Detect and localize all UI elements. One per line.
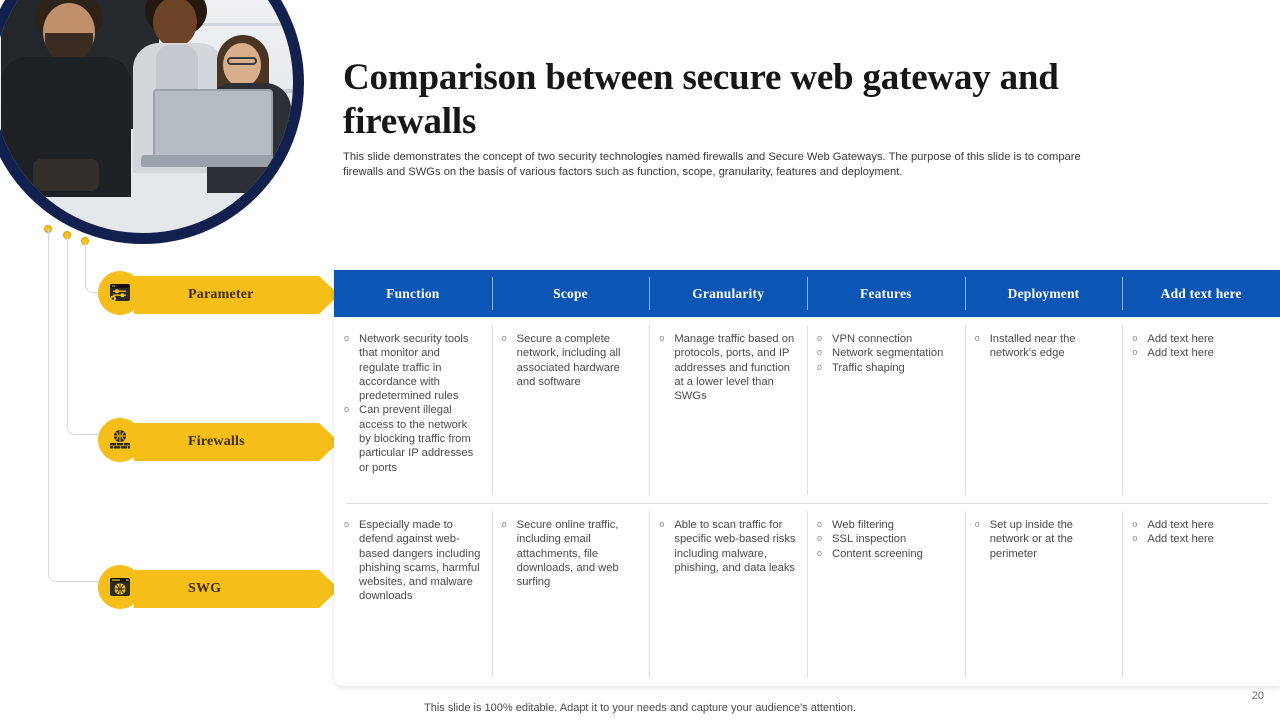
bullet-item: Secure a complete network, including all… — [502, 331, 640, 389]
cell-swg-scope: Secure online traffic, including email a… — [491, 503, 650, 686]
cell-swg-function: Especially made to defend against web-ba… — [334, 503, 492, 686]
cell-swg-deployment: Set up inside the network or at the peri… — [964, 503, 1123, 686]
bullet-item: Secure online traffic, including email a… — [502, 517, 640, 589]
firewall-globe-icon — [98, 418, 142, 462]
column-header-deployment[interactable]: Deployment — [964, 270, 1123, 317]
bullet-item: Add text here — [1132, 345, 1270, 360]
bullet-item: Can prevent illegal access to the networ… — [344, 402, 482, 474]
footer-note: This slide is 100% editable. Adapt it to… — [424, 702, 856, 714]
page-title: Comparison between secure web gateway an… — [343, 57, 1059, 142]
table-row: Especially made to defend against web-ba… — [334, 503, 1280, 686]
cell-firewalls-function: Network security tools that monitor and … — [334, 317, 492, 503]
step-parameter-label: Parameter — [188, 287, 254, 302]
bullet-item: Network segmentation — [817, 345, 955, 360]
step-swg[interactable]: SWG — [98, 565, 355, 609]
step-parameter-banner[interactable]: Parameter — [134, 276, 355, 314]
connector-line-swg — [48, 229, 134, 582]
cell-firewalls-scope: Secure a complete network, including all… — [491, 317, 650, 503]
bullet-item: Set up inside the network or at the peri… — [975, 517, 1113, 561]
bullet-item: Installed near the network's edge — [975, 331, 1113, 361]
browser-globe-icon — [98, 565, 142, 609]
comparison-table: Function Scope Granularity Features Depl… — [334, 270, 1280, 686]
photo-ring-border — [0, 0, 304, 244]
bullet-item: Web filtering — [817, 517, 955, 532]
team-photo-circle — [0, 0, 304, 244]
cell-firewalls-granularity: Manage traffic based on protocols, ports… — [649, 317, 807, 503]
bullet-item: Add text here — [1132, 331, 1270, 346]
step-firewalls[interactable]: Firewalls — [98, 418, 355, 462]
bullet-item: Manage traffic based on protocols, ports… — [659, 331, 797, 403]
page-number: 20 — [1251, 690, 1264, 702]
table-header-row: Function Scope Granularity Features Depl… — [334, 270, 1280, 317]
cell-firewalls-add-text: Add text here Add text here — [1122, 317, 1280, 503]
step-swg-banner[interactable]: SWG — [134, 570, 355, 608]
step-parameter[interactable]: Parameter — [98, 271, 355, 315]
bullet-item: Content screening — [817, 546, 955, 561]
cell-firewalls-features: VPN connection Network segmentation Traf… — [807, 317, 965, 503]
cell-swg-features: Web filtering SSL inspection Content scr… — [807, 503, 965, 686]
column-header-granularity[interactable]: Granularity — [649, 270, 807, 317]
column-header-scope[interactable]: Scope — [491, 270, 650, 317]
bullet-item: SSL inspection — [817, 531, 955, 546]
cell-swg-granularity: Able to scan traffic for specific web-ba… — [649, 503, 807, 686]
bullet-item: Add text here — [1132, 517, 1270, 532]
cell-firewalls-deployment: Installed near the network's edge — [964, 317, 1123, 503]
column-header-function[interactable]: Function — [386, 285, 440, 301]
bullet-item: Traffic shaping — [817, 360, 955, 375]
bullet-item: VPN connection — [817, 331, 955, 346]
bullet-item: Especially made to defend against web-ba… — [344, 517, 482, 604]
bullet-item: Network security tools that monitor and … — [344, 331, 482, 403]
column-header-add-text[interactable]: Add text here — [1122, 270, 1280, 317]
settings-panel-icon — [98, 271, 142, 315]
cell-swg-add-text: Add text here Add text here — [1122, 503, 1280, 686]
table-row: Network security tools that monitor and … — [334, 317, 1280, 503]
step-firewalls-label: Firewalls — [188, 434, 245, 449]
step-firewalls-banner[interactable]: Firewalls — [134, 423, 355, 461]
bullet-item: Add text here — [1132, 531, 1270, 546]
page-subtitle: This slide demonstrates the concept of t… — [343, 151, 1081, 178]
column-header-features[interactable]: Features — [807, 270, 965, 317]
step-swg-label: SWG — [188, 581, 222, 596]
bullet-item: Able to scan traffic for specific web-ba… — [659, 517, 797, 575]
